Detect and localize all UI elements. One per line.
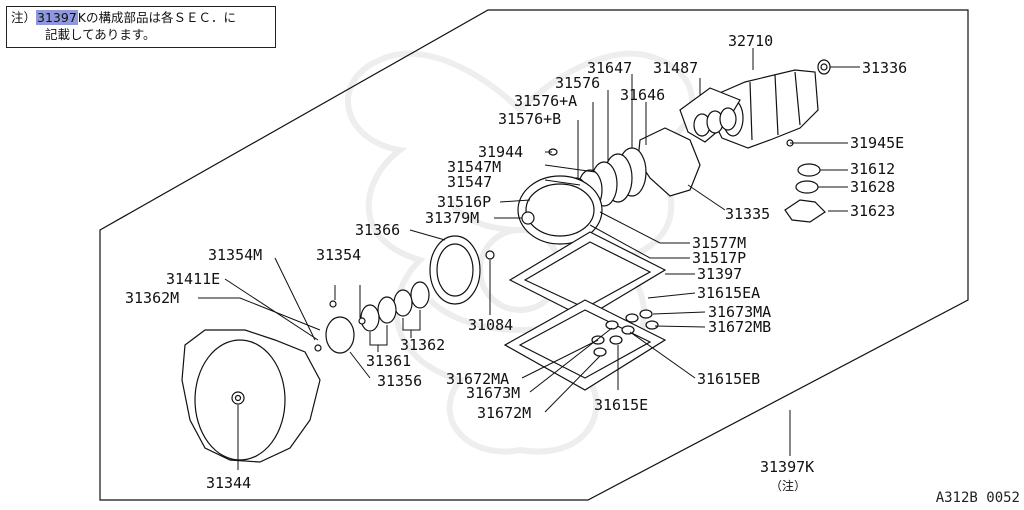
label-31576B[interactable]: 31576+B — [498, 110, 561, 128]
plate-31623 — [784, 199, 826, 223]
label-31366[interactable]: 31366 — [355, 221, 400, 239]
label-31615EB[interactable]: 31615EB — [697, 370, 760, 388]
label-31623[interactable]: 31623 — [850, 202, 895, 220]
label-31628[interactable]: 31628 — [850, 178, 895, 196]
label-31397[interactable]: 31397 — [697, 265, 742, 283]
label-31647[interactable]: 31647 — [587, 59, 632, 77]
note-box: 注）31397Kの構成部品は各ＳＥＣ．に 記載してあります。 — [6, 6, 276, 48]
note-highlight-part-number[interactable]: 31397 — [36, 10, 78, 25]
oring-31362-b — [393, 289, 413, 317]
label-31547M[interactable]: 31547M — [447, 158, 501, 176]
leader-lines — [198, 48, 860, 470]
label-31335[interactable]: 31335 — [725, 205, 770, 223]
label-31517P[interactable]: 31517P — [692, 249, 746, 267]
label-31615EA[interactable]: 31615EA — [697, 284, 760, 302]
label-31344[interactable]: 31344 — [206, 474, 251, 492]
label-31576[interactable]: 31576 — [555, 74, 600, 92]
frame-border — [99, 9, 969, 501]
label-31612[interactable]: 31612 — [850, 160, 895, 178]
label-31356[interactable]: 31356 — [377, 372, 422, 390]
oring-31362-a — [410, 281, 430, 309]
label-31615E[interactable]: 31615E — [594, 396, 648, 414]
label-31084[interactable]: 31084 — [468, 316, 513, 334]
pin-31354M — [314, 344, 322, 352]
snap-ring-31356 — [325, 316, 355, 354]
label-31362M[interactable]: 31362M — [125, 289, 179, 307]
label-31516P[interactable]: 31516P — [437, 193, 491, 211]
label-31336[interactable]: 31336 — [862, 59, 907, 77]
label-31576A[interactable]: 31576+A — [514, 92, 577, 110]
gasket-31366 — [429, 235, 481, 305]
label-31397K-note: （注） — [770, 478, 806, 493]
plug-31379M — [521, 211, 535, 225]
label-32710[interactable]: 32710 — [728, 32, 773, 50]
label-31673MA[interactable]: 31673MA — [708, 303, 771, 321]
label-31577M[interactable]: 31577M — [692, 234, 746, 252]
note-text-line2: 記載してあります。 — [45, 27, 156, 42]
label-31411E[interactable]: 31411E — [166, 270, 220, 288]
oil-pan-gasket — [508, 231, 667, 319]
label-31397K[interactable]: 31397K — [760, 458, 814, 476]
label-31361[interactable]: 31361 — [366, 352, 411, 370]
label-31487[interactable]: 31487 — [653, 59, 698, 77]
pin-31354-b — [358, 317, 366, 325]
label-31646[interactable]: 31646 — [620, 86, 665, 104]
label-31379M[interactable]: 31379M — [425, 209, 479, 227]
callout-labels: 32710 31336 31487 31647 31576 31576+A 31… — [125, 32, 907, 493]
seal-31612 — [797, 163, 821, 177]
label-31944[interactable]: 31944 — [478, 143, 523, 161]
pin-31354-a — [329, 300, 337, 308]
gasket-31335 — [637, 127, 701, 197]
label-31354[interactable]: 31354 — [316, 246, 361, 264]
label-31672MA[interactable]: 31672MA — [446, 370, 509, 388]
label-31673M[interactable]: 31673M — [466, 384, 520, 402]
diagram-code: A312B 0052 — [935, 490, 1020, 506]
converter-housing — [181, 329, 321, 463]
label-31672M[interactable]: 31672M — [477, 404, 531, 422]
label-31362[interactable]: 31362 — [400, 336, 445, 354]
label-31354M[interactable]: 31354M — [208, 246, 262, 264]
oil-pan — [503, 299, 667, 391]
oring-31361-a — [377, 296, 397, 324]
oring-c — [719, 107, 737, 131]
label-31672MB[interactable]: 31672MB — [708, 318, 771, 336]
seal-31628 — [795, 180, 819, 194]
label-31945E[interactable]: 31945E — [850, 134, 904, 152]
ball-31084 — [485, 250, 495, 260]
note-text: Kの構成部品は各ＳＥＣ．に — [77, 10, 236, 25]
label-31547[interactable]: 31547 — [447, 173, 492, 191]
drum-seal-31516P — [517, 175, 603, 245]
note-prefix: 注） — [11, 10, 37, 25]
